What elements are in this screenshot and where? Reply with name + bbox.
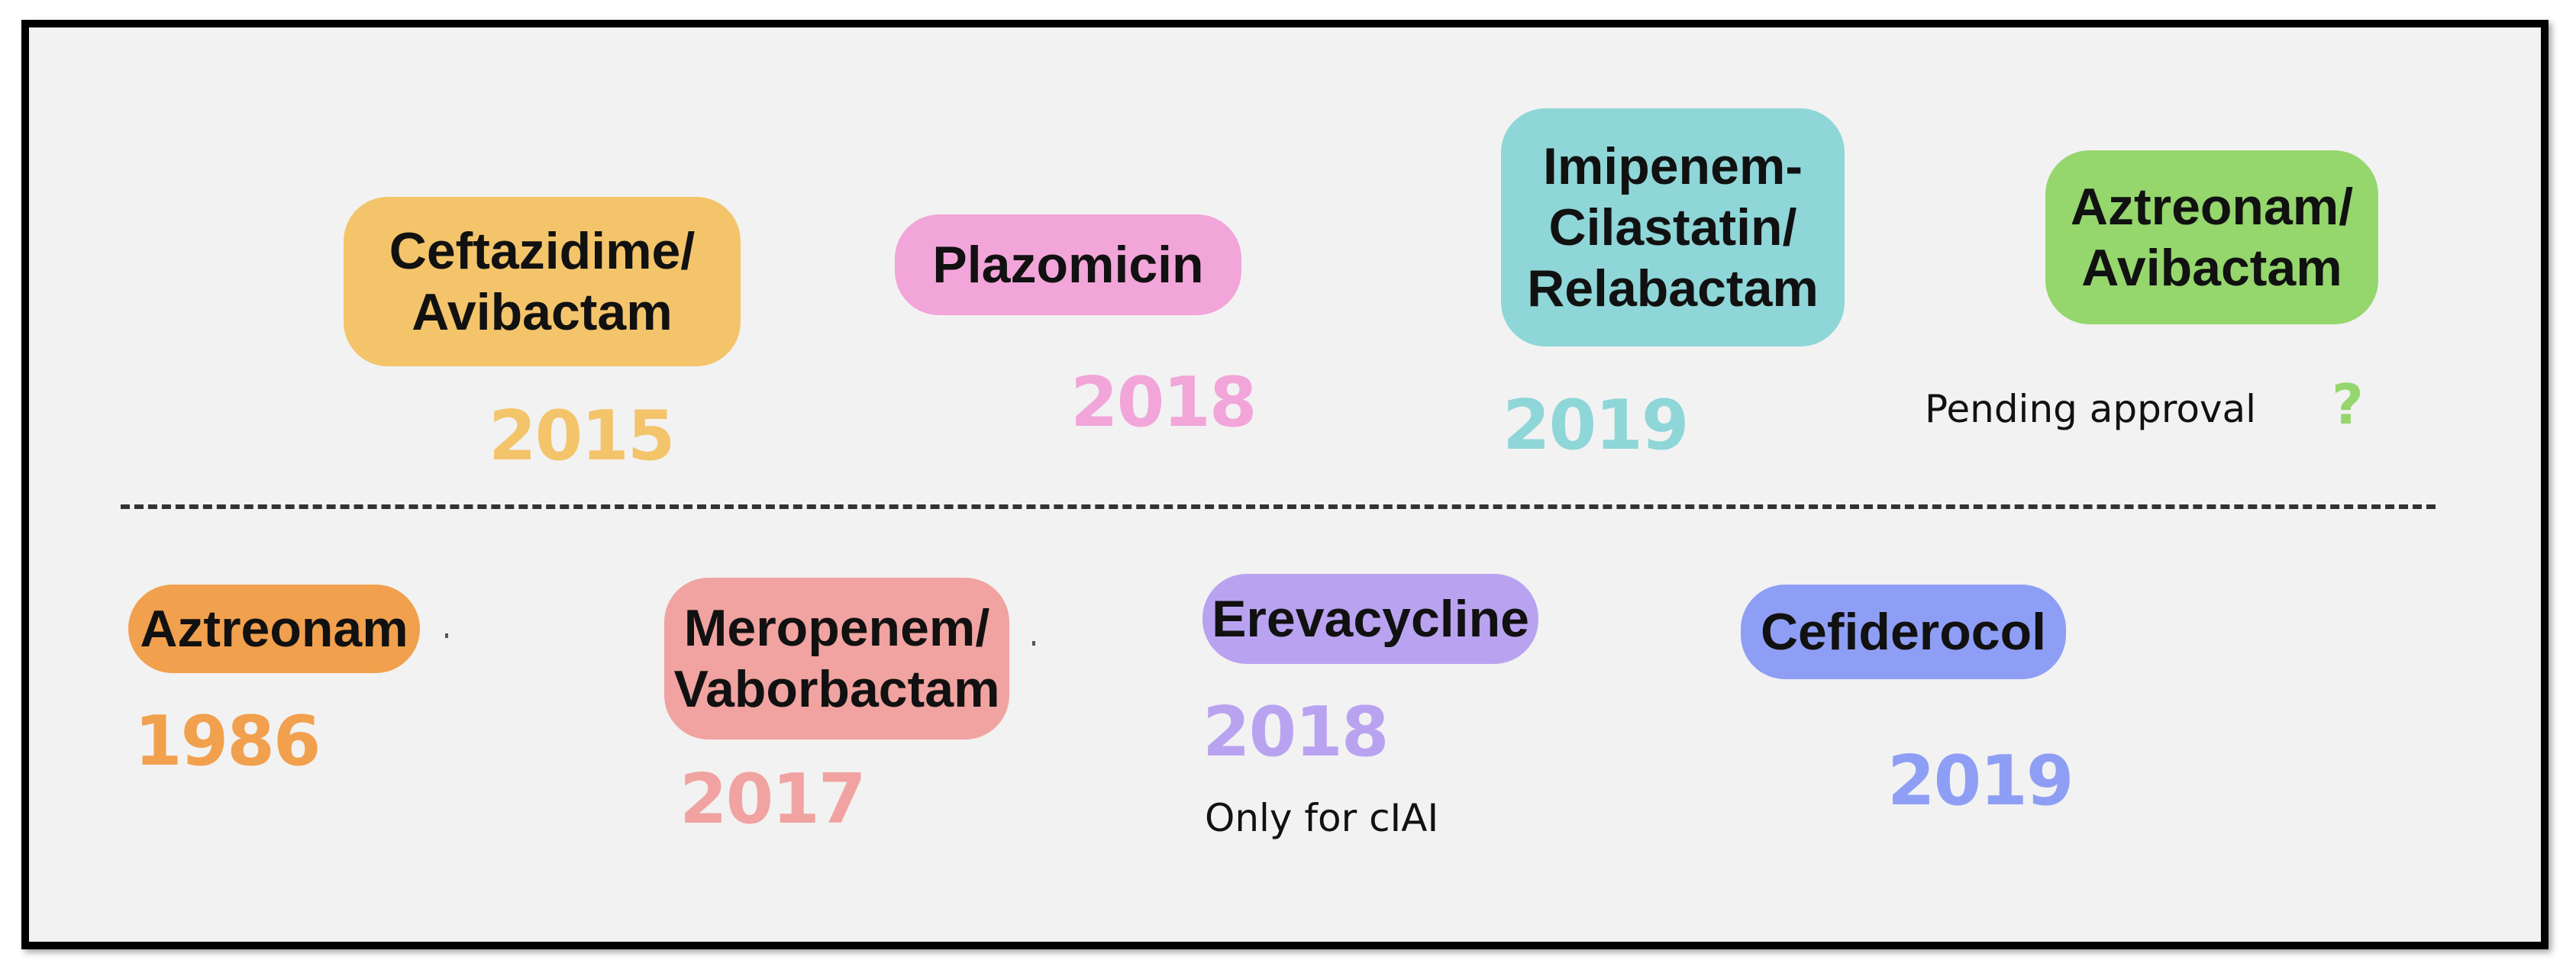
drug-pill-cefiderocol: Cefiderocol: [1741, 585, 2066, 679]
question-mark-icon: ?: [2332, 372, 2364, 437]
drug-pill-erevacycline: Erevacycline: [1202, 574, 1538, 664]
year-label-2017: 2017: [680, 759, 866, 839]
drug-pill-aztreonam-avibactam: Aztreonam/ Avibactam: [2045, 150, 2378, 324]
indication-note: Only for cIAI: [1205, 796, 1439, 840]
year-label-2018-plazomicin: 2018: [1070, 362, 1257, 443]
drug-pill-imipenem-cilastatin-relabactam: Imipenem- Cilastatin/ Relabactam: [1501, 108, 1845, 346]
year-label-2019-imipenem: 2019: [1503, 385, 1689, 466]
timeline-divider: [121, 504, 2436, 509]
pending-approval-note: Pending approval: [1925, 387, 2257, 431]
drug-pill-plazomicin: Plazomicin: [895, 214, 1241, 315]
drug-pill-meropenem-vaborbactam: Meropenem/ Vaborbactam: [664, 578, 1009, 739]
decorative-dot: [445, 633, 448, 638]
year-label-2019-cefiderocol: 2019: [1887, 741, 2074, 821]
year-label-2015: 2015: [489, 396, 675, 476]
drug-pill-aztreonam: Aztreonam: [128, 585, 420, 673]
drug-pill-ceftazidime-avibactam: Ceftazidime/ Avibactam: [344, 197, 741, 366]
year-label-2018-erevacycline: 2018: [1202, 692, 1389, 772]
decorative-dot: [1032, 641, 1035, 646]
year-label-1986: 1986: [134, 701, 321, 781]
